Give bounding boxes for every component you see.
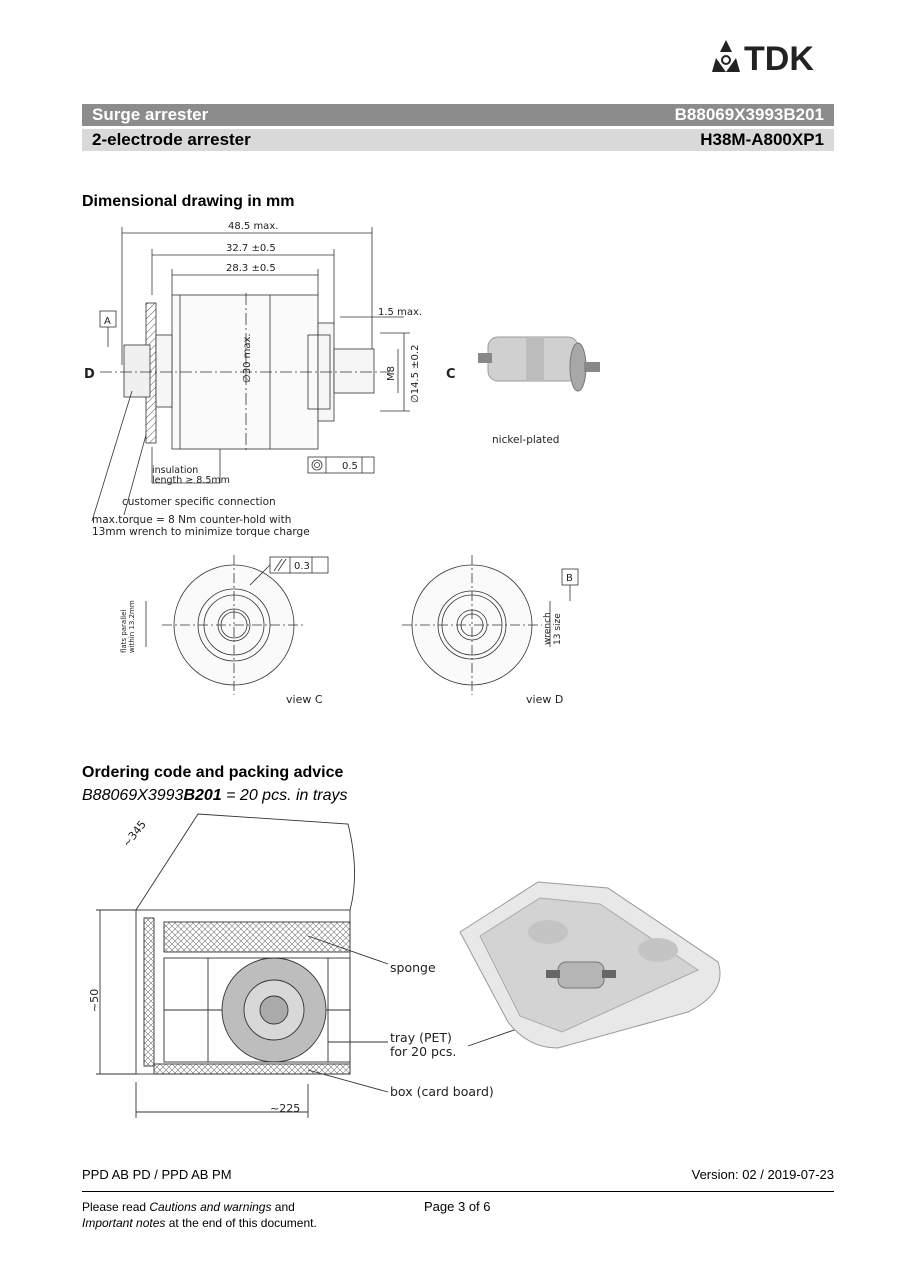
dia-flange: ∅14.5 ±0.2 xyxy=(410,345,421,403)
part-number: H38M-A800XP1 xyxy=(700,130,824,149)
tdk-logo-mark xyxy=(712,40,740,72)
header-bar-type: 2-electrode arrester H38M-A800XP1 xyxy=(82,129,834,151)
view-d-label: view D xyxy=(526,693,563,706)
tdk-logo: TDK xyxy=(712,40,814,74)
product-name: Surge arrester xyxy=(92,105,209,124)
product-type: 2-electrode arrester xyxy=(92,130,251,149)
ordering-code-line: B88069X3993B201 = 20 pcs. in trays xyxy=(82,787,348,805)
tray-label-2: for 20 pcs. xyxy=(390,1044,456,1059)
ordering-code-prefix: B88069X3993 xyxy=(82,787,184,804)
tol-parallel: 0.3 xyxy=(294,561,310,572)
order-code: B88069X3993B201 xyxy=(674,105,824,124)
view-c-label: view C xyxy=(286,693,323,706)
footer-version: Version: 02 / 2019-07-23 xyxy=(691,1167,834,1182)
view-d-marker: D xyxy=(84,367,95,382)
footer-left: PPD AB PD / PPD AB PM xyxy=(82,1167,232,1182)
ordering-code-bold: B201 xyxy=(183,787,222,804)
dim-50: ~50 xyxy=(88,989,101,1012)
note-2a: Important notes xyxy=(82,1216,166,1230)
flats-label-1: flats parallel xyxy=(120,610,128,653)
dim-flange: 1.5 max. xyxy=(378,307,422,318)
note-1a: Please read xyxy=(82,1200,150,1214)
dia-body: ∅30 max. xyxy=(242,333,253,383)
section-title-drawing: Dimensional drawing in mm xyxy=(82,193,295,210)
footer-note: Please read Cautions and warnings and Im… xyxy=(82,1199,317,1231)
page-number: Page 3 of 6 xyxy=(424,1199,491,1214)
tol-coax: 0.5 xyxy=(342,461,358,472)
box-label: box (card board) xyxy=(390,1084,494,1099)
dim-overall: 48.5 max. xyxy=(228,221,278,232)
section-title-ordering: Ordering code and packing advice xyxy=(82,764,344,781)
dim-225: ~225 xyxy=(270,1102,300,1115)
note-1c: and xyxy=(271,1200,295,1214)
sponge-label: sponge xyxy=(390,960,436,975)
note-1b: Cautions and warnings xyxy=(149,1200,272,1214)
header-bar-product: Surge arrester B88069X3993B201 xyxy=(82,104,834,126)
tdk-logo-text: TDK xyxy=(744,40,814,74)
insulation-label-2: length ≥ 8.5mm xyxy=(152,475,230,486)
footer-rule xyxy=(82,1191,834,1192)
datum-a: A xyxy=(104,316,111,327)
ordering-code-suffix: = 20 pcs. in trays xyxy=(221,787,348,804)
packing-drawing: ~345 ~50 ~225 sponge tray (PET) for 20 p… xyxy=(88,813,721,1118)
tray-photo xyxy=(459,881,721,1049)
view-c-marker: C xyxy=(446,367,456,382)
wrench-label-2: 13 size xyxy=(553,613,563,645)
datum-b: B xyxy=(566,573,573,584)
dim-345: ~345 xyxy=(120,818,149,850)
arrester-photo xyxy=(478,336,600,392)
torque-label-1: max.torque = 8 Nm counter-hold with xyxy=(92,514,291,526)
dimensional-drawing: 48.5 max. 32.7 ±0.5 28.3 ±0.5 1.5 max. ∅… xyxy=(84,221,600,706)
insulation-label-1: insulation xyxy=(152,465,198,476)
flats-label-2: within 13.2mm xyxy=(128,600,136,653)
dim-mid: 32.7 ±0.5 xyxy=(226,243,276,254)
tray-label-1: tray (PET) xyxy=(390,1030,452,1045)
nickel-label: nickel-plated xyxy=(492,434,559,446)
torque-label-2: 13mm wrench to minimize torque charge xyxy=(92,526,310,538)
thread-size: M8 xyxy=(386,366,397,381)
customer-label: customer specific connection xyxy=(122,496,276,508)
wrench-label-1: wrench xyxy=(543,612,553,645)
note-2b: at the end of this document. xyxy=(165,1216,317,1230)
dim-body: 28.3 ±0.5 xyxy=(226,263,276,274)
